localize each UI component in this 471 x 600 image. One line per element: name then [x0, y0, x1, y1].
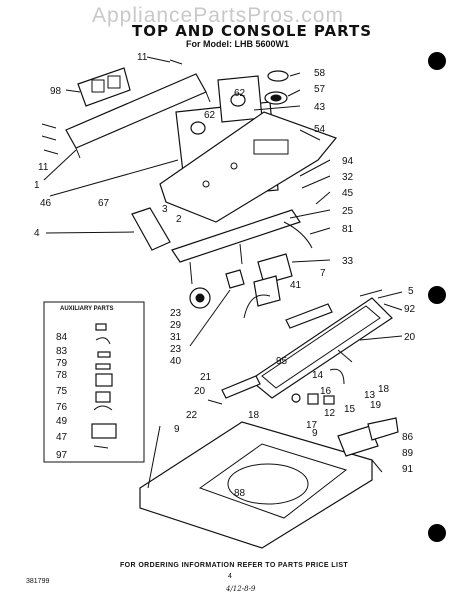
terminal-block-part	[337, 417, 399, 457]
callout-3: 3	[162, 204, 168, 215]
screw-parts	[41, 59, 183, 155]
binder-hole-bottom	[428, 524, 446, 542]
model-subtitle: For Model: LHB 5600W1	[186, 39, 290, 49]
callout-18: 18	[378, 384, 390, 395]
callout-1: 1	[34, 180, 40, 191]
wire-harness-part	[243, 221, 313, 319]
callout-58: 58	[314, 68, 326, 79]
washer-top-part	[139, 421, 373, 549]
callout-2: 2	[176, 214, 182, 225]
aux-label-97: 97	[56, 450, 68, 461]
callout-91: 91	[402, 464, 414, 475]
aux-label-49: 49	[56, 416, 68, 427]
callout-31: 31	[170, 332, 182, 343]
callout-95: 95	[276, 356, 288, 367]
handwritten-note: 4/12-8-9	[226, 585, 256, 593]
escutcheon-plate-part	[77, 67, 131, 107]
aux-label-47: 47	[56, 432, 68, 443]
callout-54: 54	[314, 124, 326, 135]
callout-94: 94	[342, 156, 354, 167]
callout-81: 81	[342, 224, 354, 235]
callout-40: 40	[170, 356, 182, 367]
timer-knob-parts	[264, 70, 289, 105]
callout-62: 62	[234, 88, 246, 99]
callout-23: 23	[170, 308, 182, 319]
callout-4: 4	[34, 228, 40, 239]
binder-hole-top	[428, 52, 446, 70]
aux-label-78: 78	[56, 370, 68, 381]
aux-label-84: 84	[56, 332, 68, 343]
callout-98: 98	[50, 86, 62, 97]
aux-label-75: 75	[56, 386, 68, 397]
callout-20: 20	[194, 386, 206, 397]
auxiliary-parts-title: AUXILIARY PARTS	[60, 306, 114, 312]
console-part	[159, 111, 338, 223]
callout-18: 18	[248, 410, 260, 421]
binder-hole-middle	[428, 286, 446, 304]
callout-21: 21	[200, 372, 212, 383]
callout-45: 45	[342, 188, 354, 199]
mounting-rail-part	[171, 209, 301, 285]
callout-15: 15	[344, 404, 356, 415]
callout-16: 16	[320, 386, 332, 397]
callout-46: 46	[40, 198, 52, 209]
callout-25: 25	[342, 206, 354, 217]
switch-bracket-part	[225, 253, 293, 307]
callout-7: 7	[320, 268, 326, 279]
lid-part	[248, 289, 393, 399]
ordering-instruction: FOR ORDERING INFORMATION REFER TO PARTS …	[120, 562, 349, 569]
callout-9: 9	[174, 424, 180, 435]
callout-labels: 11 98 62 62 58 57 43 54 11 1 46 67 94 32…	[34, 52, 416, 499]
hinge-part	[207, 375, 261, 405]
aux-label-76: 76	[56, 402, 68, 413]
callout-57: 57	[314, 84, 326, 95]
callout-43: 43	[314, 102, 326, 113]
leader-lines	[43, 56, 403, 489]
callout-67: 67	[98, 198, 110, 209]
callout-9: 9	[312, 428, 318, 439]
console-end-cap-part	[131, 207, 171, 251]
document-number: 381799	[26, 578, 50, 585]
lid-switch-parts	[291, 349, 353, 405]
diagram-title: TOP AND CONSOLE PARTS	[132, 22, 373, 40]
callout-19: 19	[370, 400, 382, 411]
aux-label-83: 83	[56, 346, 68, 357]
callout-88: 88	[234, 488, 246, 499]
callout-89: 89	[402, 448, 414, 459]
auxiliary-parts-labels: 84 83 79 78 75 76 49 47 97	[56, 332, 68, 461]
callout-5: 5	[408, 286, 414, 297]
callout-62: 62	[204, 110, 216, 121]
callout-12: 12	[324, 408, 336, 419]
callout-86: 86	[402, 432, 414, 443]
timer-part	[189, 287, 211, 309]
page-number: 4	[228, 573, 232, 580]
callout-41: 41	[290, 280, 302, 291]
callout-11: 11	[38, 162, 49, 173]
callout-29: 29	[170, 320, 182, 331]
callout-32: 32	[342, 172, 354, 183]
callout-22: 22	[186, 410, 198, 421]
auxiliary-parts-box	[43, 301, 145, 463]
aux-label-79: 79	[56, 358, 68, 369]
callout-33: 33	[342, 256, 354, 267]
callout-11: 11	[137, 52, 148, 63]
watermark-text: AppliancePartsPros.com	[92, 4, 344, 27]
callout-13: 13	[364, 390, 376, 401]
callout-14: 14	[312, 370, 324, 381]
callout-23: 23	[170, 344, 182, 355]
callout-17: 17	[306, 420, 318, 431]
callout-20: 20	[404, 332, 416, 343]
callout-92: 92	[404, 304, 416, 315]
console-rear-panel-part	[65, 73, 211, 159]
